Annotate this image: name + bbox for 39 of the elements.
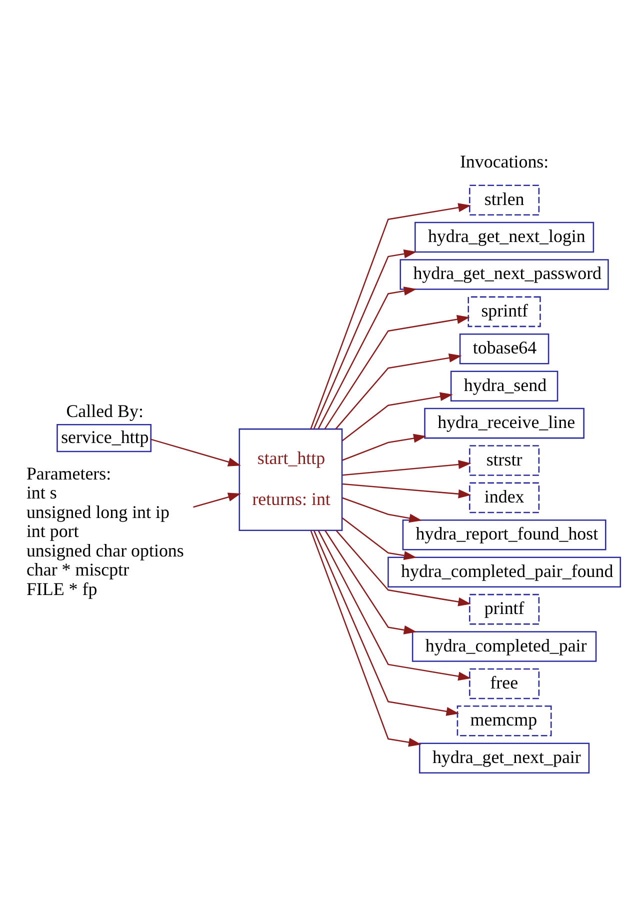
arrow (342, 460, 472, 476)
node-box: hydra_get_next_password (400, 258, 609, 290)
arrow (324, 530, 417, 634)
node-label: Called By: (66, 400, 144, 421)
arrow (318, 530, 472, 680)
arrow (342, 496, 422, 522)
label: Invocations: (460, 151, 549, 172)
node-box: service_http (56, 423, 152, 452)
arrow (313, 530, 460, 716)
arrow (310, 530, 422, 746)
node-box: hydra_receive_line (424, 407, 584, 438)
node-box: hydra_send (450, 370, 558, 401)
arrow (313, 248, 417, 428)
node-box: hydra_completed_pair_found (388, 556, 622, 587)
arrow (318, 286, 417, 429)
node-box: strlen (469, 184, 540, 215)
arrow (193, 492, 241, 508)
arrow (342, 392, 453, 441)
arrow (342, 517, 417, 560)
node-box: free (469, 668, 540, 699)
arrow (310, 202, 472, 429)
arrow (342, 433, 426, 460)
node-box: hydra_get_next_pair (418, 742, 590, 774)
node-text: Parameters: int s unsigned long int ip int port unsigned char options char * miscptr FILE * fp (26, 462, 184, 598)
node-box: sprintf (468, 296, 541, 327)
arrow (335, 352, 462, 429)
node-box: hydra_completed_pair (412, 630, 597, 662)
arrow (336, 530, 472, 606)
node-box: start_http returns: int (238, 428, 343, 531)
arrow (324, 314, 470, 429)
node-box: index (469, 482, 540, 513)
arrow (342, 482, 472, 498)
node-box: hydra_report_found_host (402, 519, 606, 550)
node-box: strstr (469, 444, 540, 476)
node-box: printf (469, 593, 540, 624)
arrow (150, 438, 241, 466)
node-box: memcmp (456, 705, 552, 736)
node-box: hydra_get_next_login (414, 221, 594, 252)
node-box: tobase64 (459, 333, 550, 364)
